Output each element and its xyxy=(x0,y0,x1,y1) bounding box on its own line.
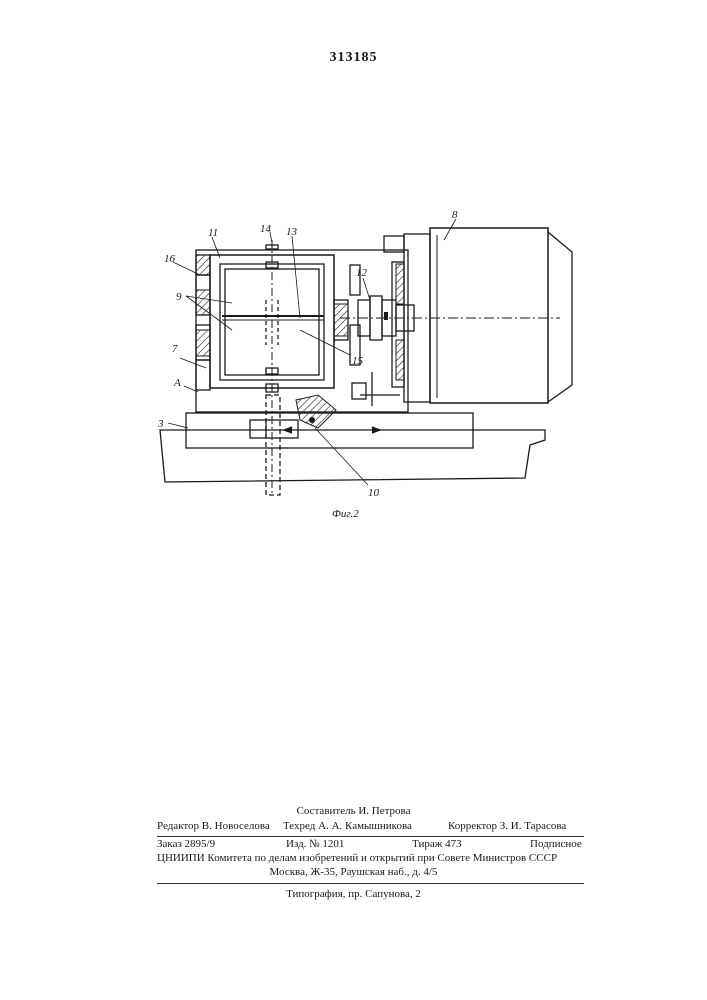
printer-line: Типография, пр. Сапунова, 2 xyxy=(0,888,707,900)
label-15: 15 xyxy=(352,355,364,367)
circulation: Тираж 473 xyxy=(412,838,462,850)
floor-base xyxy=(160,430,545,482)
label-16: 16 xyxy=(164,253,176,265)
label-3: 3 xyxy=(157,418,164,430)
label-9: 9 xyxy=(176,291,182,303)
institute-line: ЦНИИПИ Комитета по делам изобретений и о… xyxy=(157,852,557,864)
label-8: 8 xyxy=(452,209,458,221)
label-14: 14 xyxy=(260,223,272,235)
subscription-note: Подписное xyxy=(530,838,582,850)
imprint-divider-bottom xyxy=(157,883,584,884)
proofreader-line: Корректор З. И. Тарасова xyxy=(448,820,566,832)
figure-caption: Фиг.2 xyxy=(332,508,359,520)
label-a: А xyxy=(173,377,181,389)
order-number: Заказ 2895/9 xyxy=(157,838,215,850)
label-13: 13 xyxy=(286,226,298,238)
label-12: 12 xyxy=(356,267,368,279)
compiler-line: Составитель И. Петрова xyxy=(0,805,707,817)
label-10: 10 xyxy=(368,487,380,499)
editor-line: Редактор В. Новоселова xyxy=(157,820,270,832)
motor-8 xyxy=(430,228,548,403)
publication-number: Изд. № 1201 xyxy=(286,838,344,850)
tech-editor-line: Техред А. А. Камышникова xyxy=(283,820,412,832)
imprint-divider-top xyxy=(157,836,584,837)
label-7: 7 xyxy=(172,343,178,355)
address-line: Москва, Ж-35, Раушская наб., д. 4/5 xyxy=(0,866,707,878)
label-11: 11 xyxy=(208,227,218,239)
technical-drawing-fig2: 16 11 14 13 8 9 12 7 15 А 3 10 Фиг.2 xyxy=(0,0,707,540)
